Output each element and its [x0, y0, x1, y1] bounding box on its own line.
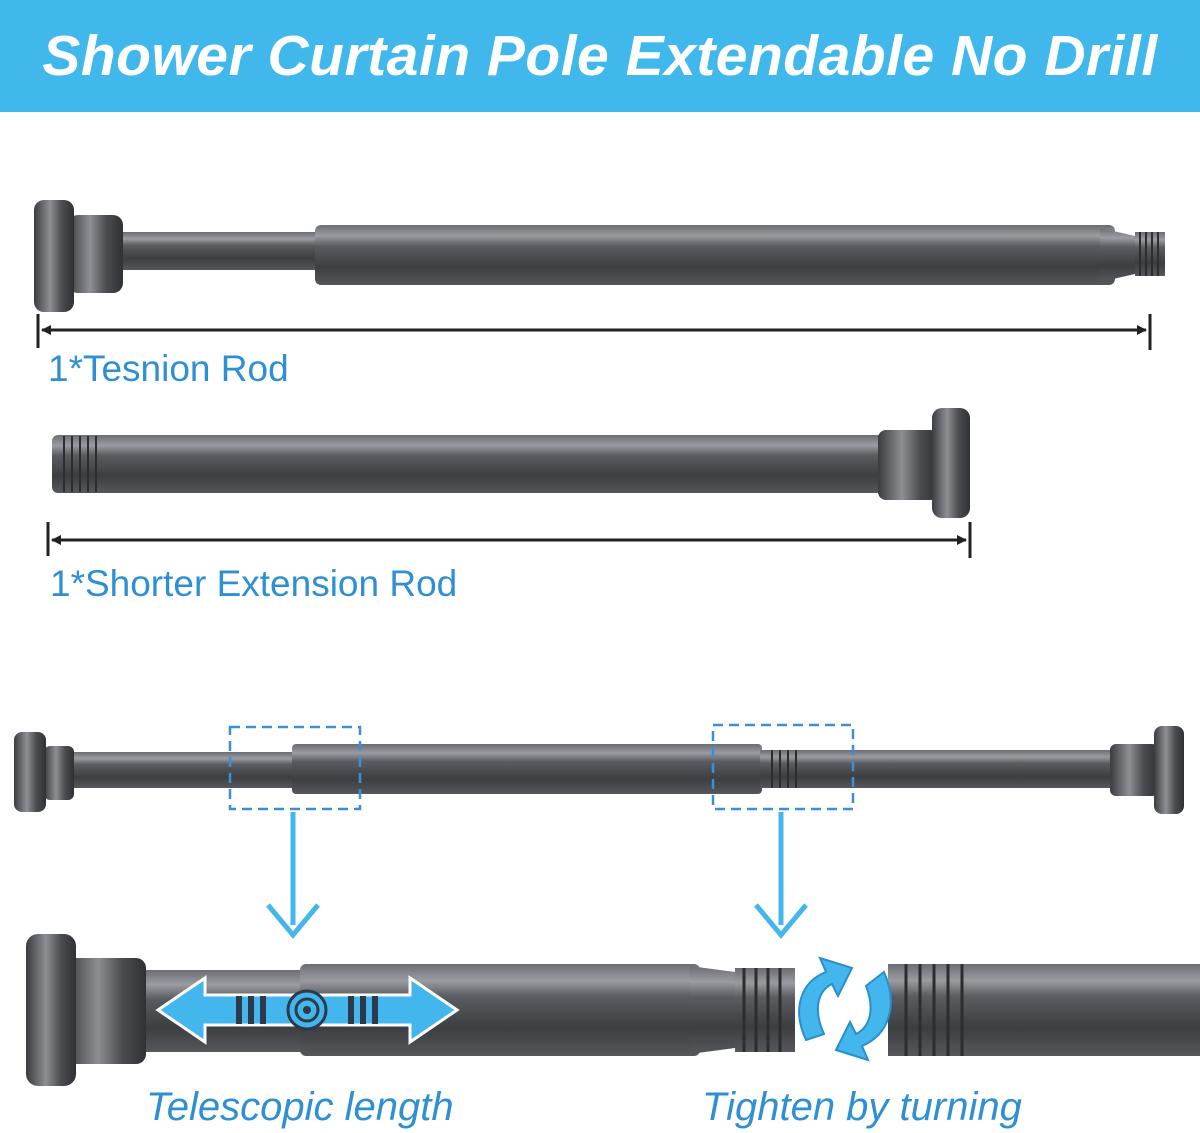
telescopic-double-arrow-icon: [155, 975, 460, 1045]
telescopic-length-label: Telescopic length: [146, 1085, 454, 1129]
extension-rod-image: [52, 408, 970, 518]
rotate-arrows-icon: [798, 956, 892, 1062]
extension-rod-dimension-line: [46, 522, 972, 558]
title-banner: Shower Curtain Pole Extendable No Drill: [0, 0, 1200, 112]
assembled-rod-image: [14, 726, 1184, 814]
detail-callout-boxes: [228, 723, 855, 811]
callout-down-arrow-icon: [266, 812, 808, 939]
tension-rod-image: [34, 200, 1165, 312]
tighten-by-turning-label: Tighten by turning: [702, 1085, 1022, 1129]
tension-rod-label: 1*Tesnion Rod: [48, 348, 289, 389]
extension-rod-label: 1*Shorter Extension Rod: [50, 563, 458, 604]
detail-rod-image: [26, 934, 1200, 1086]
tension-rod-dimension-line: [36, 314, 1152, 350]
banner-title: Shower Curtain Pole Extendable No Drill: [42, 24, 1158, 88]
